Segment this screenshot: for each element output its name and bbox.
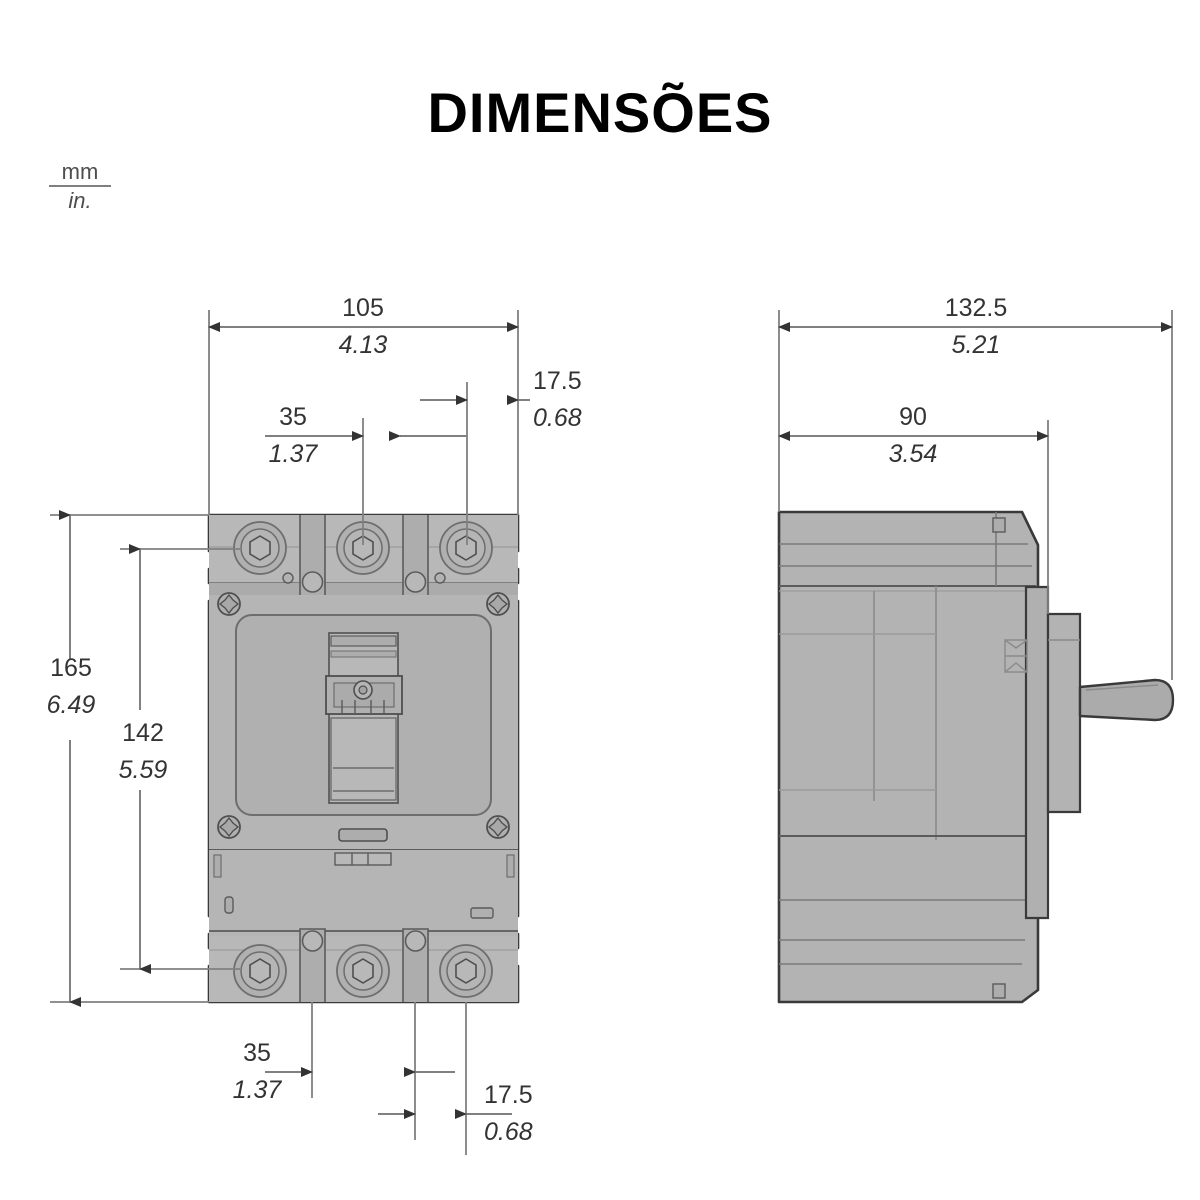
screw-top-right <box>486 592 510 616</box>
side-top-clip <box>992 517 1006 533</box>
front-top-pole-barriers <box>299 515 429 598</box>
dim-label-front-overall-width-in: 4.13 <box>338 331 388 359</box>
front-operating-handle <box>325 632 403 804</box>
unit-legend-numerator: mm <box>61 159 99 184</box>
page-title: DIMENSÕES <box>427 81 773 144</box>
front-lower-notch-right <box>506 854 515 878</box>
front-top-vent-hole-left <box>282 572 294 584</box>
dim-label-front-overall-height-in: 6.49 <box>46 691 96 719</box>
terminal-bottom-pole-3 <box>439 944 493 998</box>
screw-bottom-right <box>486 815 510 839</box>
screw-bottom-left <box>217 815 241 839</box>
front-bottom-pole-barriers <box>299 928 429 1002</box>
dim-label-front-offset-top-in: 0.68 <box>533 404 582 432</box>
front-top-vent-hole-right <box>434 572 446 584</box>
side-handle-highlight <box>1085 684 1159 691</box>
unit-legend: mm in. <box>40 160 120 212</box>
side-handle-escutcheon <box>1046 612 1082 814</box>
dim-label-front-pitch-top-in: 1.37 <box>268 440 318 468</box>
dimension-lines <box>50 310 1173 1155</box>
side-view <box>777 510 1175 1004</box>
dim-label-side-overall-depth-in: 5.21 <box>951 331 1001 359</box>
side-operating-handle <box>1078 678 1175 722</box>
front-lower-pin-left <box>224 896 234 914</box>
terminal-top-pole-2 <box>336 521 390 575</box>
screw-top-left <box>217 592 241 616</box>
terminal-bottom-pole-1 <box>233 944 287 998</box>
terminal-top-pole-1 <box>233 521 287 575</box>
dim-label-front-inner-height: 142 <box>122 719 164 747</box>
dim-label-front-pitch-bottom: 35 <box>243 1039 271 1067</box>
front-bottom-terminals <box>233 944 493 998</box>
dim-label-front-offset-bottom-in: 0.68 <box>484 1118 533 1146</box>
front-lower-notch-left <box>213 854 222 878</box>
dim-label-side-body-depth-in: 3.54 <box>888 440 938 468</box>
terminal-bottom-pole-2 <box>336 944 390 998</box>
unit-legend-denominator: in. <box>68 188 92 214</box>
dim-label-side-overall-depth: 132.5 <box>944 294 1008 322</box>
side-bottom-clip <box>992 983 1006 999</box>
front-view <box>207 513 520 1004</box>
front-lower-label-plate <box>334 852 392 866</box>
front-lower-tab-right <box>470 907 494 919</box>
dim-label-side-body-depth: 90 <box>899 403 927 431</box>
front-top-base-strip <box>209 583 518 595</box>
dim-label-front-overall-width: 105 <box>342 294 384 322</box>
side-front-flange <box>1024 585 1050 920</box>
dim-label-front-offset-top: 17.5 <box>533 367 582 395</box>
terminal-top-pole-3 <box>439 521 493 575</box>
side-terminal-shield <box>1004 639 1028 673</box>
dim-label-front-pitch-bottom-in: 1.37 <box>232 1076 282 1104</box>
dim-label-front-inner-height-in: 5.59 <box>118 756 168 784</box>
front-corner-screws <box>217 592 510 839</box>
unit-legend-divider <box>49 185 111 188</box>
front-top-terminals <box>233 521 493 584</box>
front-nameplate-slot <box>338 828 388 842</box>
dim-label-front-overall-height: 165 <box>50 654 92 682</box>
dim-label-front-offset-bottom: 17.5 <box>484 1081 533 1109</box>
dim-label-front-pitch-top: 35 <box>279 403 307 431</box>
